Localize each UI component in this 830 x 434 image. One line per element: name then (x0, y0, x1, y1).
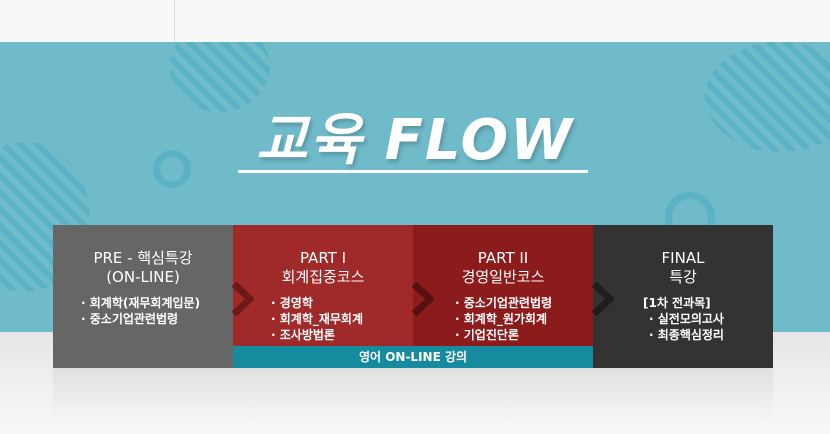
chevron-right-icon (592, 282, 614, 316)
step-heading: FINAL (661, 249, 705, 267)
page-title: 교육 FLOW (256, 108, 574, 173)
step-item: [1차 전과목] (643, 296, 711, 310)
step-item: · 실전모의고사 (649, 312, 724, 326)
decor-ring (153, 150, 191, 188)
english-online-bar: 영어 ON-LINE 강의 (233, 346, 593, 368)
step-item: · 조사방법론 (271, 328, 335, 342)
title-underline (238, 170, 588, 173)
step-item: · 경영학 (271, 296, 313, 310)
step-item: · 최종핵심정리 (649, 328, 724, 342)
step-heading: PART I (299, 249, 347, 267)
chevron-right-icon (232, 282, 254, 316)
chevron-right-icon (412, 282, 434, 316)
divider (174, 0, 175, 42)
decor-stripe-circle (705, 42, 830, 152)
decor-stripe-circle (170, 42, 270, 112)
step-item: · 기업진단론 (455, 328, 519, 342)
step-item: · 중소기업관련법령 (455, 296, 553, 310)
step-heading: PART II (477, 249, 529, 267)
top-bar (0, 0, 830, 42)
step-subheading: 특강 (669, 268, 697, 286)
step-subheading: 경영일반코스 (461, 268, 545, 286)
step-item: · 중소기업관련법령 (81, 312, 179, 326)
step-subheading: (ON-LINE) (106, 268, 180, 286)
step-item: · 회계학(재무회계입문) (81, 296, 201, 310)
step-item: · 회계학_원가회계 (455, 312, 548, 326)
reflection (53, 368, 773, 428)
step-pre: PRE - 핵심특강(ON-LINE) · 회계학(재무회계입문) · 중소기업관… (53, 225, 233, 368)
step-heading: PRE - 핵심특강 (93, 249, 193, 267)
step-subheading: 회계집중코스 (281, 268, 365, 286)
step-item: · 회계학_재무회계 (271, 312, 364, 326)
